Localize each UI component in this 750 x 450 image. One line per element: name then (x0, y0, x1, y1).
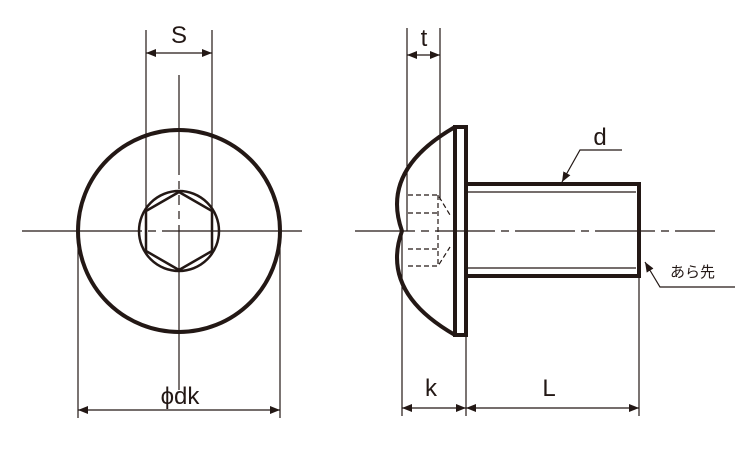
dk-label: ϕdk (161, 383, 201, 410)
front-view: S ϕdk (22, 22, 334, 418)
tip-leader (644, 261, 735, 288)
s-label: S (171, 22, 187, 49)
shank (464, 182, 641, 278)
d-label: d (593, 124, 606, 151)
l-label: L (542, 375, 555, 402)
side-view: t d あら先 k L (355, 25, 735, 416)
d-leader (561, 149, 622, 183)
k-label: k (425, 375, 438, 402)
socket-hidden-lines (408, 194, 451, 267)
tip-label: あら先 (670, 263, 715, 281)
t-label: t (421, 25, 428, 52)
